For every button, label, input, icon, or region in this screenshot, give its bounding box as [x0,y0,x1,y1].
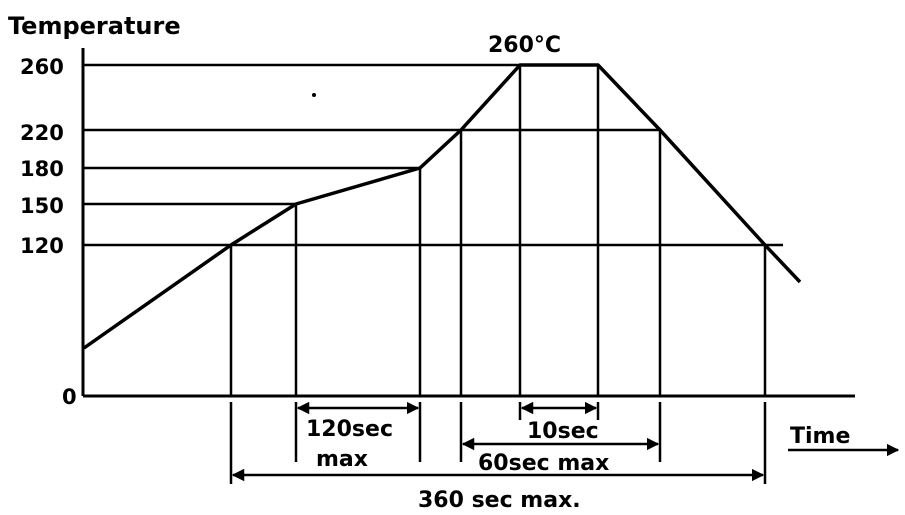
label-60sec-max: 60sec max [478,451,609,476]
label-360sec-max: 360 sec max. [418,488,581,513]
x-axis-label: Time [790,424,850,449]
temperature-profile-curve [82,63,802,350]
y-tick-150: 150 [20,194,64,218]
diagram-title: Temperature [8,12,181,40]
label-10sec: 10sec [527,419,599,444]
stray-dot [312,93,316,97]
y-tick-260: 260 [20,55,64,79]
y-tick-120: 120 [20,234,64,258]
y-tick-220: 220 [20,121,64,145]
peak-label: 260°C [488,33,561,58]
y-tick-0: 0 [62,385,77,409]
y-tick-180: 180 [20,157,64,181]
label-120sec: 120sec [306,417,393,442]
label-120sec-max: max [316,447,368,472]
